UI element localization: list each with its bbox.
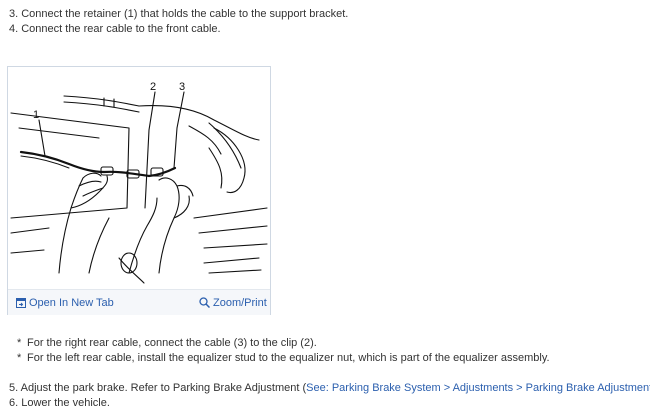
note-left-rear: * For the left rear cable, install the eq… <box>17 351 550 365</box>
callout-2: 2 <box>150 81 156 93</box>
step-4: 4. Connect the rear cable to the front c… <box>9 23 221 35</box>
step-3: 3. Connect the retainer (1) that holds t… <box>9 8 349 20</box>
figure-toolbar: Open In New Tab Zoom/Print <box>8 289 270 315</box>
callout-1: 1 <box>33 109 39 121</box>
step-5-text: 5. Adjust the park brake. Refer to Parki… <box>9 382 307 394</box>
bullet-star: * <box>17 337 22 349</box>
step-5: 5. Adjust the park brake. Refer to Parki… <box>9 381 650 395</box>
open-tab-icon <box>16 298 26 308</box>
note-left-rear-text: For the left rear cable, install the equ… <box>27 352 550 364</box>
note-right-rear-text: For the right rear cable, connect the ca… <box>27 337 317 349</box>
figure-panel: 2 3 1 Open In New Tab Zoom/Print <box>7 66 271 315</box>
parking-brake-cable-illustration: 2 3 1 <box>10 81 268 284</box>
zoom-print-label: Zoom/Print <box>213 297 267 309</box>
open-in-new-tab-label: Open In New Tab <box>29 297 114 309</box>
magnifier-icon <box>199 297 211 309</box>
step-6: 6. Lower the vehicle. <box>9 397 110 409</box>
zoom-print-button[interactable]: Zoom/Print <box>199 297 267 309</box>
parking-brake-adjustment-link[interactable]: See: Parking Brake System > Adjustments … <box>306 382 650 394</box>
open-in-new-tab-button[interactable]: Open In New Tab <box>16 297 114 309</box>
note-right-rear: * For the right rear cable, connect the c… <box>17 336 317 350</box>
callout-3: 3 <box>179 81 185 93</box>
bullet-star: * <box>17 352 22 364</box>
